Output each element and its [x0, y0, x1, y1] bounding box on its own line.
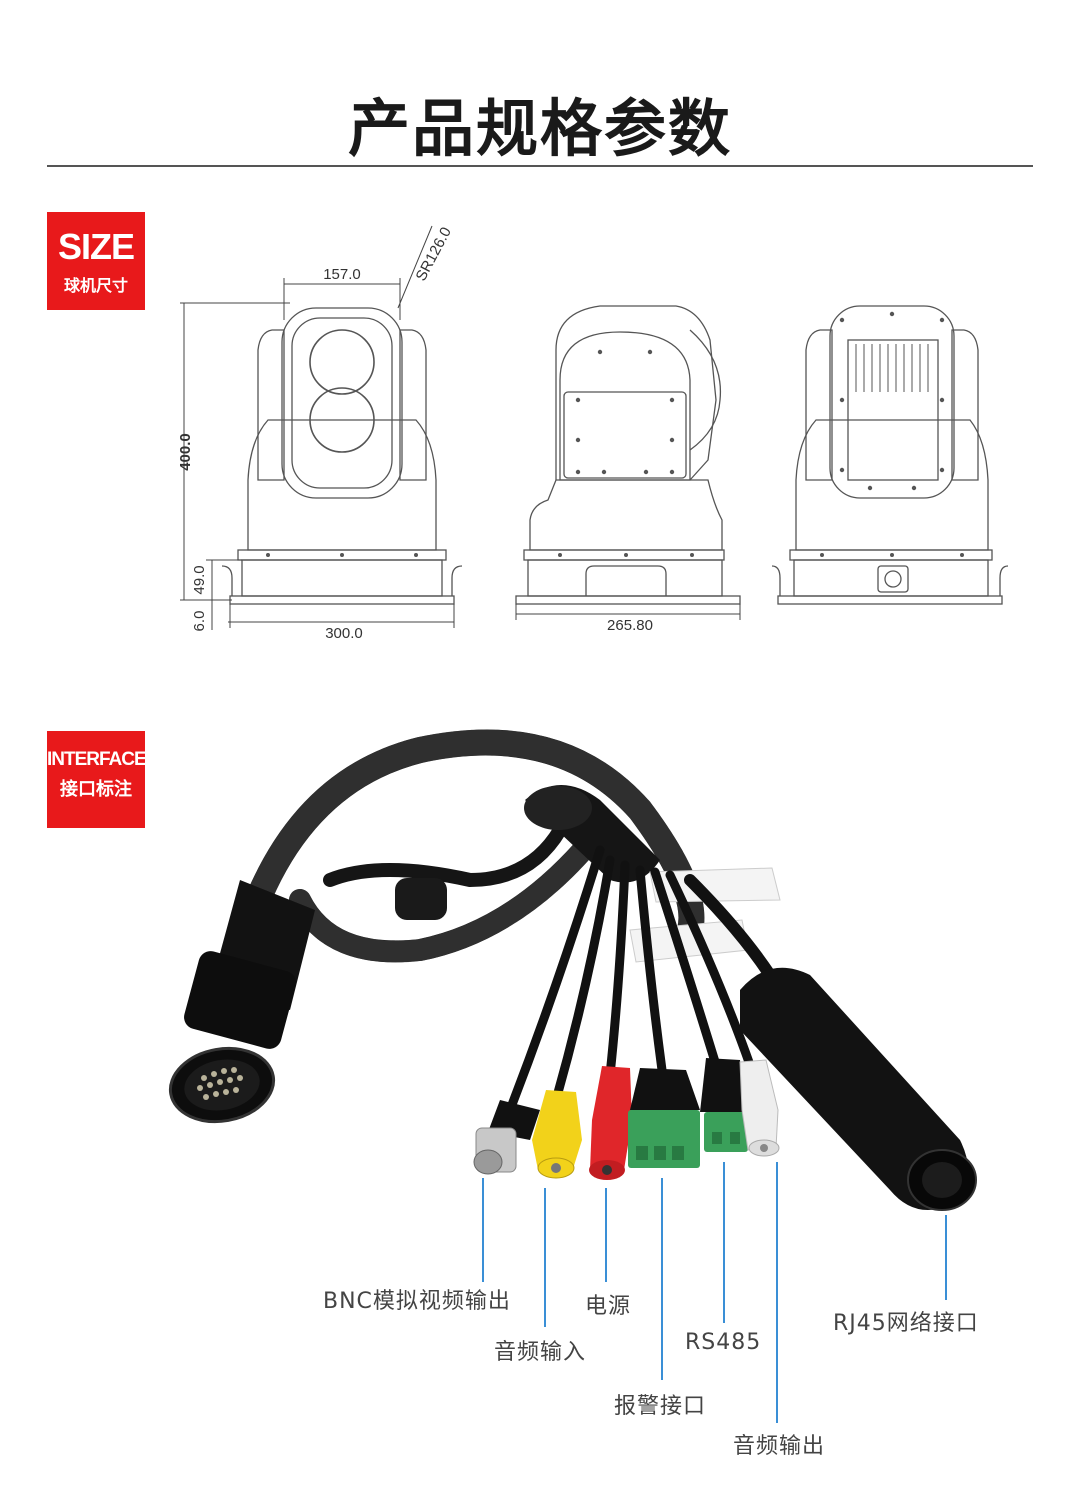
back-view-drawing [771, 305, 1009, 605]
dim-base-width: 300.0 [325, 625, 363, 642]
alarm-terminal-connector [628, 1068, 700, 1168]
label-power: 电源 [585, 1294, 632, 1319]
label-audio-output: 音频输出 [733, 1434, 826, 1459]
interface-badge-subtitle: 接口标注 [60, 779, 132, 800]
conduit-outer [237, 729, 705, 943]
label-alarm-interface: 报警接口 [614, 1394, 707, 1419]
dim-top-width: 157.0 [323, 266, 361, 283]
size-badge: SIZE 球机尺寸 [47, 212, 145, 310]
dim-height: 400.0 [177, 433, 194, 471]
conduit-inner [289, 819, 611, 963]
label-audio-input: 音频输入 [494, 1340, 587, 1365]
rs485-terminal-connector [700, 1058, 748, 1152]
label-rj45: RJ45网络接口 [833, 1311, 979, 1336]
ferrite-bead [395, 878, 447, 920]
rj45-waterproof-connector [740, 967, 977, 1211]
page-title: 产品规格参数 [347, 92, 732, 165]
cable-tag-2 [629, 919, 749, 963]
size-badge-subtitle: 球机尺寸 [63, 276, 128, 295]
audio-in-connector [532, 1090, 582, 1179]
title-divider [47, 165, 1033, 167]
audio-out-connector [739, 1059, 780, 1157]
side-dimension-lines [515, 604, 741, 620]
label-rs485: RS485 [685, 1330, 762, 1355]
dim-sphere-radius: SR126.0 [413, 224, 455, 284]
splitter-hub [525, 785, 660, 883]
front-dimension-lines [180, 225, 455, 630]
size-badge-title: SIZE [57, 226, 135, 267]
dim-plate-thickness: 6.0 [191, 611, 208, 632]
side-view-drawing [515, 305, 741, 605]
dim-base-height: 49.0 [191, 565, 208, 594]
dim-side-width: 265.80 [607, 617, 653, 634]
cable-tag-1 [649, 867, 781, 903]
leader-lines [482, 1162, 947, 1423]
interface-badge-title: INTERFACE [47, 749, 147, 770]
power-connector [589, 1066, 632, 1180]
interface-badge: INTERFACE 接口标注 [47, 731, 147, 828]
dimension-drawings: 157.0 SR126.0 400.0 49.0 6.0 300.0 265.8… [177, 224, 1009, 642]
label-bnc-output: BNC模拟视频输出 [323, 1289, 511, 1314]
bnc-connector [473, 1100, 540, 1175]
aviation-connector [168, 880, 315, 1124]
front-view-drawing [221, 307, 463, 605]
